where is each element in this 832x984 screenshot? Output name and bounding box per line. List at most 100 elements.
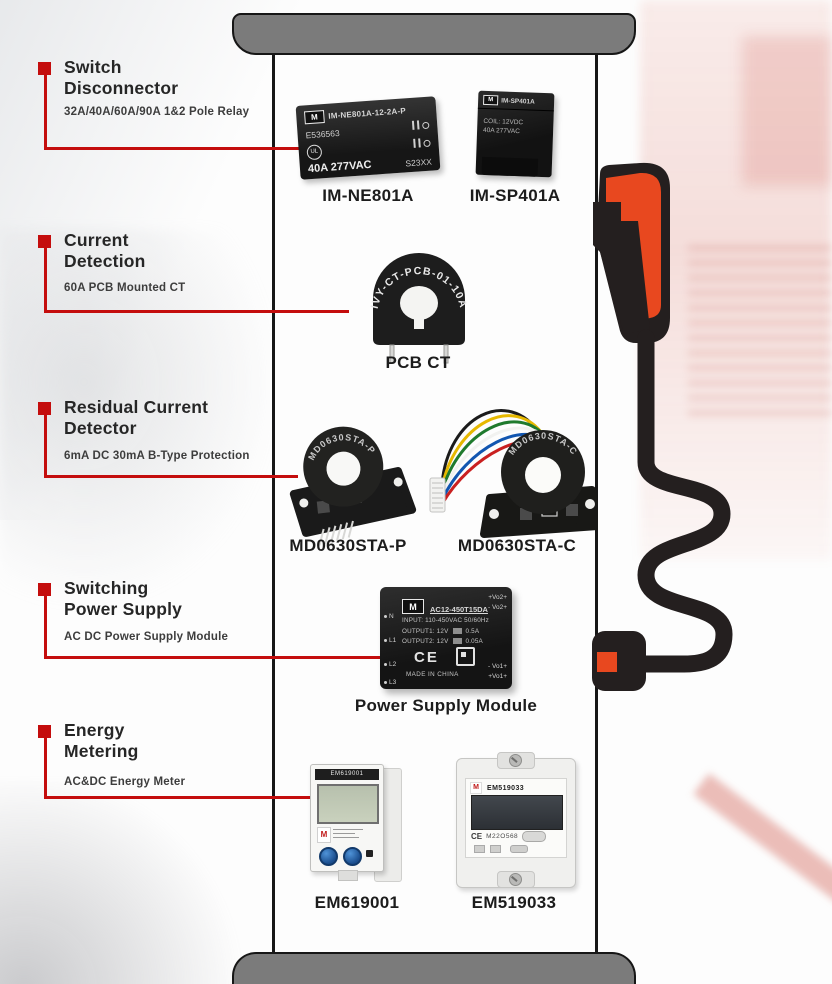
ct-hole-notch — [414, 317, 424, 329]
product-label-md0630sta-p: MD0630STA-P — [289, 536, 407, 555]
charging-cable-graphic — [592, 162, 733, 691]
pin-label: - Vo2+ — [488, 604, 507, 611]
section-title: Residual Current Detector — [64, 397, 208, 439]
charging-gun-slot — [593, 202, 621, 221]
section-title-line: Residual Current — [64, 397, 209, 417]
lcd-display — [317, 784, 379, 824]
section-title-line: Power Supply — [64, 599, 183, 619]
section-bullet — [38, 402, 51, 415]
mounting-hole — [585, 499, 595, 509]
fine-print — [333, 837, 359, 838]
screw-icon — [509, 754, 522, 767]
section-subtitle: AC&DC Energy Meter — [64, 776, 186, 788]
indicator-icon — [474, 845, 485, 853]
connector-line — [44, 410, 47, 478]
brand-logo-icon: M — [470, 782, 482, 794]
mounting-hole — [489, 509, 499, 519]
section-title-line: Switch — [64, 57, 122, 77]
relay-rating: 40A 277VAC — [307, 158, 372, 176]
brand-logo-icon: M — [482, 94, 499, 106]
charging-plug-icon — [592, 631, 646, 691]
qr-code-icon — [566, 504, 578, 516]
section-title: Current Detection — [64, 230, 146, 272]
brand-logo-icon: M — [303, 110, 325, 125]
mounting-hole — [393, 477, 403, 487]
charging-plug-socket — [597, 652, 617, 672]
product-label-power-supply: Power Supply Module — [354, 696, 538, 715]
connector-line — [44, 243, 47, 313]
rcd-pins — [318, 520, 354, 546]
meter-model-label: EM519033 — [487, 784, 525, 792]
brand-logo-icon: M — [402, 599, 424, 614]
section-title-line: Disconnector — [64, 78, 179, 98]
pin-label: - Vo1+ — [488, 663, 507, 670]
product-label-im-ne801a: IM-NE801A — [322, 186, 414, 205]
charging-gun-handle-shadow — [593, 221, 650, 334]
pin-label: N — [389, 613, 394, 620]
connector-line — [44, 310, 349, 313]
connector-line — [44, 70, 47, 150]
mounting-hole — [299, 498, 309, 508]
background-tire — [0, 780, 270, 984]
section-title-line: Energy — [64, 720, 125, 740]
section-title-line: Detection — [64, 251, 146, 271]
section-subtitle: 6mA DC 30mA B-Type Protection — [64, 450, 250, 462]
section-subtitle: 60A PCB Mounted CT — [64, 282, 186, 294]
connector-line — [44, 147, 306, 150]
product-image-pcb-ct: IVY-CT-PCB-01-10A — [369, 253, 468, 364]
section-bullet — [38, 583, 51, 596]
product-label-pcb-ct: PCB CT — [385, 353, 451, 372]
meter-faceplate: M EM519033 CE M22O568 — [465, 778, 567, 858]
charging-cable-icon — [628, 329, 733, 673]
ul-mark-icon: UL — [306, 143, 323, 160]
product-image-im-sp401a: M IM-SP401A COIL: 12VDC 40A 277VAC — [475, 90, 555, 178]
psu-model: AC12-450T15DA — [430, 605, 488, 614]
background-grille — [688, 236, 832, 416]
connector-line — [44, 475, 298, 478]
pin-label: L3 — [389, 679, 397, 686]
product-image-power-supply: N L1 L2 L3 +Vo2+ - Vo2+ - Vo1+ +Vo1+ M A… — [380, 587, 512, 689]
section-title-line: Current — [64, 230, 129, 250]
relay-rating: 40A 277VAC — [482, 126, 520, 136]
meter-top-label: EM619001 — [315, 769, 379, 780]
qr-code-icon — [316, 500, 330, 514]
connector-line — [44, 656, 386, 659]
meter-button — [522, 831, 547, 842]
ct-pin — [389, 344, 395, 364]
lcd-display — [471, 795, 563, 830]
psu-input-spec: INPUT: 110-450VAC 50/60Hz — [402, 617, 490, 624]
section-title-line: Detector — [64, 418, 137, 438]
enclosure-class-icon — [456, 647, 475, 666]
section-subtitle: AC DC Power Supply Module — [64, 631, 229, 643]
product-image-md0630sta-p: MD0630STA-P — [289, 426, 417, 546]
section-title: Switching Power Supply — [64, 578, 182, 620]
meter-button — [319, 847, 338, 866]
ct-center-hole — [400, 286, 438, 320]
section-title-line: Metering — [64, 741, 139, 761]
product-image-im-ne801a: M IM-NE801A-12-2A-P E536563 UL 40A 277VA… — [295, 96, 441, 180]
section-bullet — [38, 725, 51, 738]
ce-mark-icon: CE — [471, 832, 483, 841]
section-bullet — [38, 62, 51, 75]
product-image-md0630sta-c: MD0630STA-C — [429, 409, 598, 538]
product-image-em519033: M EM519033 CE M22O568 — [456, 752, 576, 892]
section-title-line: Switching — [64, 578, 149, 598]
fine-print — [333, 829, 363, 830]
connector-teeth — [432, 482, 443, 509]
fine-print — [333, 833, 355, 834]
connector-line — [44, 733, 47, 799]
section-subtitle: 32A/40A/60A/90A 1&2 Pole Relay — [64, 106, 250, 118]
indicator-icon — [490, 845, 501, 853]
product-label-md0630sta-c: MD0630STA-C — [457, 536, 577, 555]
meter-serial: M22O568 — [486, 833, 519, 840]
screw-icon — [509, 873, 522, 886]
section-title: Energy Metering — [64, 720, 139, 762]
brand-logo-icon: M — [317, 827, 331, 843]
rcd-center-hole — [525, 457, 561, 493]
pin-diagram-icon — [410, 134, 431, 153]
pin-label: L1 — [389, 637, 397, 644]
meter-button — [343, 847, 362, 866]
rcd-center-hole — [326, 451, 361, 486]
relay-cert-number: E536563 — [305, 127, 340, 140]
